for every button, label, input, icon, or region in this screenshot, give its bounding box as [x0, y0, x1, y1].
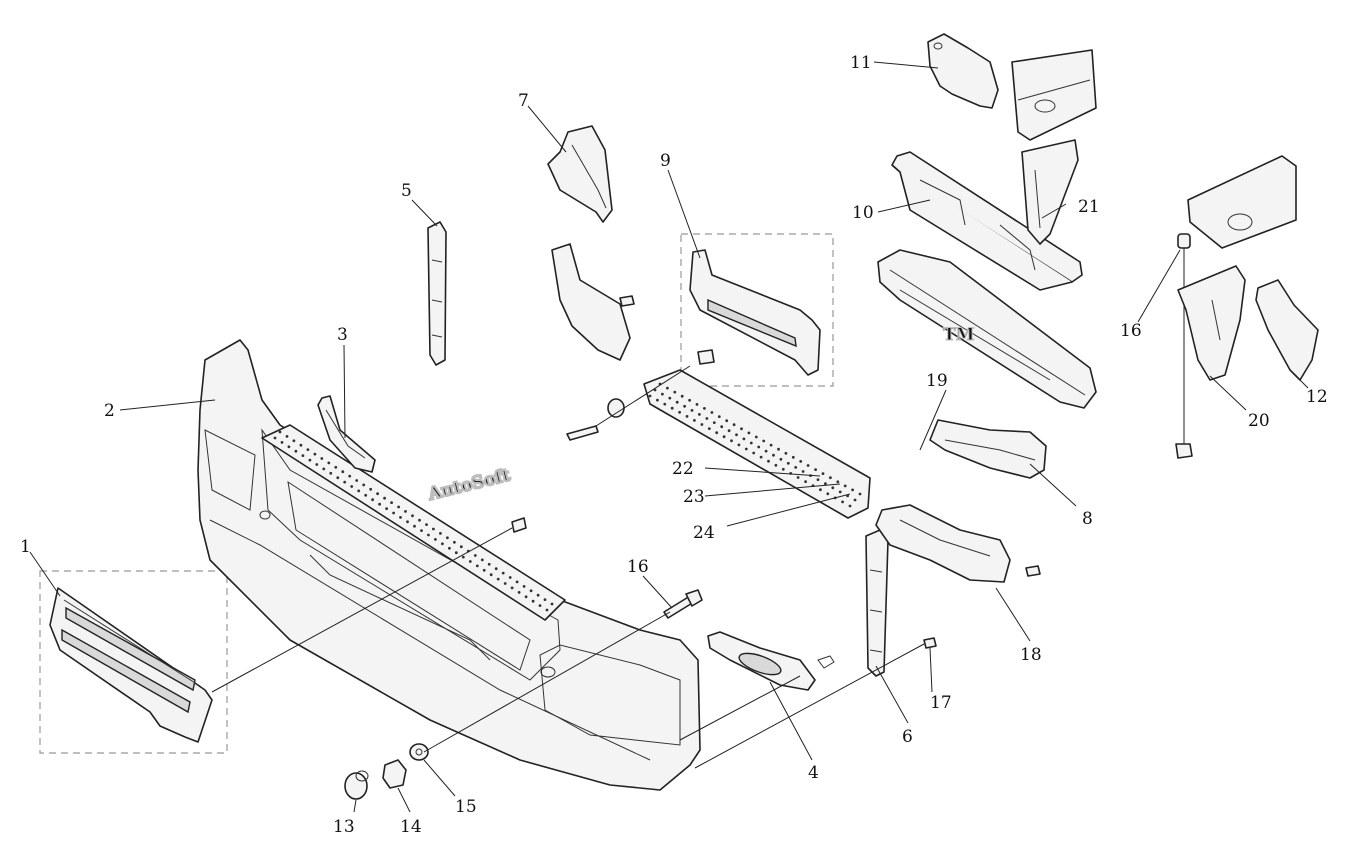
part-1-lower-grille[interactable]: [49, 587, 213, 743]
callout-24: 24: [693, 523, 715, 543]
part-5-vertical-bracket[interactable]: [427, 221, 447, 366]
callout-1: 1: [20, 537, 31, 557]
part-20-frame-bracket[interactable]: [1177, 265, 1246, 381]
part-15-washer[interactable]: [409, 743, 429, 761]
callout-3: 3: [337, 325, 348, 345]
part-12-side-bracket[interactable]: [1255, 279, 1319, 381]
hardware-bolts: [511, 295, 1041, 577]
callout-23: 23: [683, 487, 705, 507]
callout-14: 14: [400, 817, 422, 837]
callout-5: 5: [401, 181, 412, 201]
frame-plate-right: [1187, 155, 1297, 249]
bracket-center-left: [551, 243, 631, 361]
watermark-text: AutoSoft: [425, 465, 512, 505]
part-11-upper-bracket[interactable]: [927, 33, 999, 109]
part-3-bracket[interactable]: [317, 395, 376, 473]
callout-20: 20: [1248, 411, 1270, 431]
callout-6: 6: [902, 727, 913, 747]
part-10-cross-beam[interactable]: [891, 151, 1083, 291]
callout-11: 11: [850, 53, 872, 73]
callout-18: 18: [1020, 645, 1042, 665]
callout-16-right: 16: [1120, 321, 1142, 341]
part-6-vertical-bracket[interactable]: [865, 529, 889, 677]
callout-19: 19: [926, 371, 948, 391]
callout-16-lower: 16: [627, 557, 649, 577]
part-19-cross-member[interactable]: [877, 249, 1097, 409]
callout-13: 13: [333, 817, 355, 837]
watermark-trademark: TM: [943, 325, 975, 345]
callout-21: 21: [1078, 197, 1100, 217]
callout-9: 9: [660, 151, 671, 171]
callout-labels: 1 2 3 4 5 6 7 8 9 10 11 12 13 14 15 16 1…: [20, 53, 1328, 837]
callout-2: 2: [104, 401, 115, 421]
part-17-screw[interactable]: [923, 637, 937, 649]
leader-lines: [29, 61, 1309, 813]
callout-22: 22: [672, 459, 694, 479]
part-8-corner-bracket[interactable]: [929, 419, 1047, 479]
part-14-nut[interactable]: [382, 759, 407, 789]
part-9-center-grille[interactable]: [689, 249, 821, 376]
part-7-upper-bracket[interactable]: [547, 125, 613, 223]
callout-15: 15: [455, 797, 477, 817]
callout-4: 4: [808, 763, 819, 783]
part-13-cap[interactable]: [344, 770, 369, 800]
part-16-bolt-lower[interactable]: [663, 589, 703, 619]
callout-12: 12: [1306, 387, 1328, 407]
callout-8: 8: [1082, 509, 1093, 529]
callout-17: 17: [930, 693, 952, 713]
part-21-vertical-support[interactable]: [1021, 139, 1079, 245]
part-16-bolt-right[interactable]: [1175, 233, 1193, 459]
frame-plate-upper: [1011, 49, 1097, 141]
callout-7: 7: [518, 91, 529, 111]
part-18-lower-bracket[interactable]: [875, 504, 1011, 583]
detail-box-grille-center: [680, 233, 834, 387]
detail-box-grille-left: [39, 570, 228, 754]
bumper-perforated-strip: [261, 424, 566, 621]
part-22-24-step-plate[interactable]: [643, 369, 871, 519]
part-4-fog-lamp[interactable]: [707, 631, 835, 691]
callout-10: 10: [852, 203, 874, 223]
